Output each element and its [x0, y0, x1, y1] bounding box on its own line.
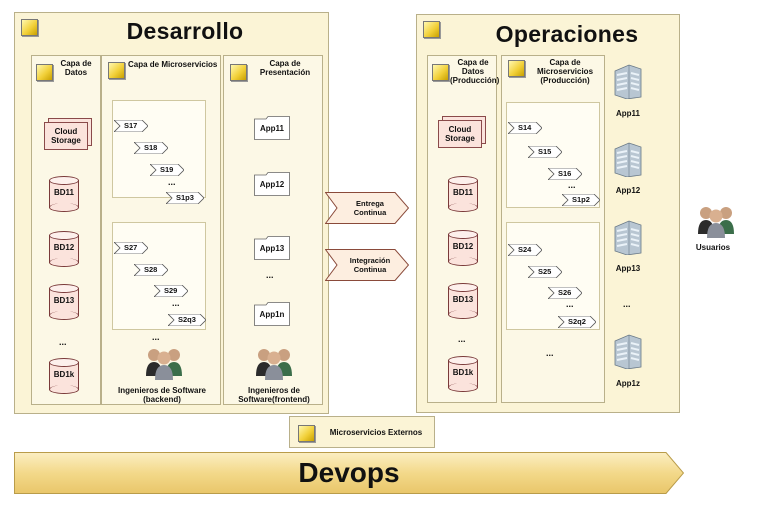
server-building-icon — [613, 141, 643, 178]
service-s2q3: S2q3 — [168, 314, 206, 326]
app-ops-dots: ... — [623, 299, 631, 309]
service-groups-ops-dots: ... — [546, 348, 554, 358]
service-s29: S29 — [154, 285, 188, 297]
db-ops-1: BD11 — [448, 176, 478, 212]
usuarios-label: Usuarios — [695, 243, 731, 252]
desarrollo-swatch-icon — [21, 19, 38, 36]
cloud-storage-ops: Cloud Storage — [438, 116, 486, 148]
operaciones-swatch-icon — [423, 21, 440, 38]
engineers-backend-icon — [144, 346, 182, 380]
integracion-continua-arrow: Integración Continua — [325, 249, 409, 281]
service-s17: S17 — [114, 120, 148, 132]
capa-micro-dev-swatch-icon — [108, 62, 125, 79]
service-s18: S18 — [134, 142, 168, 154]
app-dev-3: App13 — [254, 236, 290, 260]
externos-swatch-icon — [298, 425, 315, 442]
devops-banner: Devops — [14, 452, 684, 494]
service-s28: S28 — [134, 264, 168, 276]
engineers-backend-label: Ingenieros de Software (backend) — [117, 386, 207, 404]
capa-micro-dev: Capa de Microservicios S17 S18 S19 ... S… — [101, 55, 221, 405]
capa-datos-ops-swatch-icon — [432, 64, 449, 81]
app-ops-z-label: App1z — [616, 379, 640, 388]
service-s14: S14 — [508, 122, 542, 134]
service-groups-dev-dots: ... — [152, 332, 160, 342]
app-dev-2: App12 — [254, 172, 290, 196]
app-dev-dots: ... — [266, 270, 274, 280]
microservicios-externos: Microservicios Externos — [289, 416, 435, 448]
service-s2q2: S2q2 — [558, 316, 596, 328]
cloud-storage-dev: Cloud Storage — [44, 118, 92, 150]
service-group-dev-1-dots: ... — [168, 177, 176, 187]
capa-micro-ops-swatch-icon — [508, 60, 525, 77]
capa-datos-ops-title: Capa de Datos (Producción) — [450, 58, 500, 85]
db-dev-k: BD1k — [49, 358, 79, 394]
externos-label: Microservicios Externos — [329, 428, 423, 437]
app-ops-2-label: App12 — [615, 186, 641, 195]
desarrollo-panel: Desarrollo Capa de Datos Cloud Storage B… — [14, 12, 329, 414]
service-group-ops-2-dots: ... — [566, 299, 574, 309]
operaciones-panel: Operaciones Capa de Datos (Producción) C… — [416, 14, 680, 413]
app-dev-n: App1n — [254, 302, 290, 326]
service-group-dev-2 — [112, 222, 206, 330]
desarrollo-title: Desarrollo — [126, 18, 244, 44]
server-building-icon — [613, 63, 643, 100]
capa-micro-ops: Capa de Microservicios (Producción) S14 … — [501, 55, 605, 403]
capa-datos-dev-swatch-icon — [36, 64, 53, 81]
usuarios-icon — [696, 204, 734, 238]
engineers-frontend-icon — [254, 346, 292, 380]
capa-pres-dev-swatch-icon — [230, 64, 247, 81]
app-ops-3-label: App13 — [615, 264, 641, 273]
app-dev-1: App11 — [254, 116, 290, 140]
service-s26: S26 — [548, 287, 582, 299]
service-s25: S25 — [528, 266, 562, 278]
capa-pres-dev: Capa de Presentación App11 App12 App13 .… — [223, 55, 323, 405]
db-ops-k: BD1k — [448, 356, 478, 392]
service-group-ops-1-dots: ... — [568, 180, 576, 190]
db-ops-3: BD13 — [448, 283, 478, 319]
service-s15: S15 — [528, 146, 562, 158]
db-dev-1: BD11 — [49, 176, 79, 212]
capa-pres-dev-title: Capa de Presentación — [259, 59, 311, 77]
service-s24: S24 — [508, 244, 542, 256]
db-dev-dots: ... — [59, 337, 67, 347]
server-building-icon — [613, 333, 643, 370]
server-building-icon — [613, 219, 643, 256]
service-s16: S16 — [548, 168, 582, 180]
app-ops-1-label: App11 — [615, 109, 640, 118]
service-s1p2: S1p2 — [562, 194, 600, 206]
capa-datos-dev-title: Capa de Datos — [60, 59, 92, 77]
db-ops-2: BD12 — [448, 230, 478, 266]
service-group-dev-2-dots: ... — [172, 298, 180, 308]
db-dev-3: BD13 — [49, 284, 79, 320]
service-s1p3: S1p3 — [166, 192, 204, 204]
capa-datos-dev: Capa de Datos Cloud Storage BD11 BD12 BD… — [31, 55, 101, 405]
db-dev-2: BD12 — [49, 231, 79, 267]
capa-micro-ops-title: Capa de Microservicios (Producción) — [536, 58, 594, 85]
entrega-continua-arrow: Entrega Continua — [325, 192, 409, 224]
db-ops-dots: ... — [458, 334, 466, 344]
service-s19: S19 — [150, 164, 184, 176]
capa-micro-dev-title: Capa de Microservicios — [128, 60, 218, 69]
capa-datos-ops: Capa de Datos (Producción) Cloud Storage… — [427, 55, 500, 403]
engineers-frontend-label: Ingenieros de Software(frontend) — [238, 386, 310, 404]
service-s27: S27 — [114, 242, 148, 254]
operaciones-title: Operaciones — [495, 21, 639, 47]
devops-label: Devops — [298, 457, 400, 488]
